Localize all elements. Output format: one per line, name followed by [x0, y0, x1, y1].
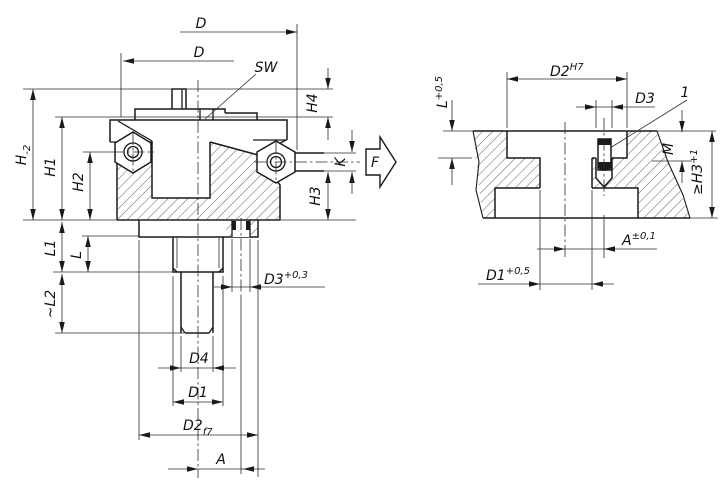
flange-hole-thread-mark-left	[232, 221, 236, 230]
central-bore	[152, 142, 210, 198]
dim-label-d-outer: D	[196, 16, 207, 32]
dim-label-h-total: H-2	[14, 145, 33, 166]
dim-label-a: A	[215, 452, 226, 468]
thread-chamfer-right	[218, 267, 224, 273]
dim-label-d2: D2f7	[183, 418, 213, 438]
central-bore-outline	[151, 142, 211, 199]
dim-label-h3: ≥H3+1	[689, 149, 706, 195]
plate-hatch-right	[592, 131, 690, 218]
bottom-recess-outline	[494, 187, 639, 218]
force-direction-arrow	[365, 134, 397, 190]
item-1-leader	[609, 99, 688, 149]
dim-label-m: M	[661, 143, 677, 155]
dim-label-d1: D1+0,5	[486, 266, 530, 284]
top-stem	[171, 88, 187, 109]
dim-label-l2: ~L2	[43, 290, 59, 319]
dim-label-h3: H3	[308, 186, 324, 205]
right-view: D2H7 D3 1 L+0,5 M ≥H3+1 A±0,1 D1+0,5	[434, 62, 718, 290]
grub-screw-thread-top	[598, 139, 611, 145]
force-label: F	[371, 155, 380, 171]
hex-boss-left	[114, 131, 152, 174]
dim-label-d-inner: D	[194, 45, 205, 61]
dim-label-h4: H4	[305, 93, 321, 112]
left-view: D D SW H4 K F H3 H-2 H1 H2 L1 L ~L2 D3+0…	[14, 16, 397, 478]
dim-label-sw: SW	[255, 60, 279, 76]
stud-outline	[180, 272, 214, 334]
dim-label-d1: D1	[188, 385, 208, 401]
dim-label-a: A±0,1	[621, 231, 656, 249]
dim-label-d4: D4	[189, 351, 209, 367]
dim-label-l: L	[69, 251, 85, 259]
dim-label-k: K	[333, 156, 349, 167]
dim-label-l1: L1	[43, 240, 59, 257]
washer-outline	[109, 119, 288, 142]
stud-chamfer-left	[180, 326, 186, 334]
cap-plate	[134, 108, 226, 120]
flange-outline	[138, 220, 259, 238]
sw-leader-line	[204, 73, 257, 120]
thread-chamfer-left	[172, 267, 178, 273]
dim-label-d3: D3+0,3	[264, 270, 308, 288]
stud-chamfer-right	[208, 326, 214, 334]
plate-hatch-left	[473, 131, 540, 218]
break-line-left	[472, 130, 484, 219]
dim-label-d2: D2H7	[550, 62, 584, 80]
break-line-right	[656, 130, 691, 219]
flange-hole-thread-mark-right	[246, 221, 250, 230]
grub-screw-tip	[598, 162, 611, 171]
item-1-label: 1	[681, 85, 690, 101]
dim-label-h1: H1	[43, 157, 59, 176]
dim-label-d3: D3	[635, 91, 655, 107]
section-hatch-center	[152, 198, 210, 220]
bore-steps-outline	[506, 131, 628, 188]
dim-label-l: L+0,5	[434, 76, 451, 108]
cap-step	[225, 112, 258, 120]
washer-cone-left	[117, 120, 153, 142]
dim-label-h2: H2	[71, 172, 87, 192]
